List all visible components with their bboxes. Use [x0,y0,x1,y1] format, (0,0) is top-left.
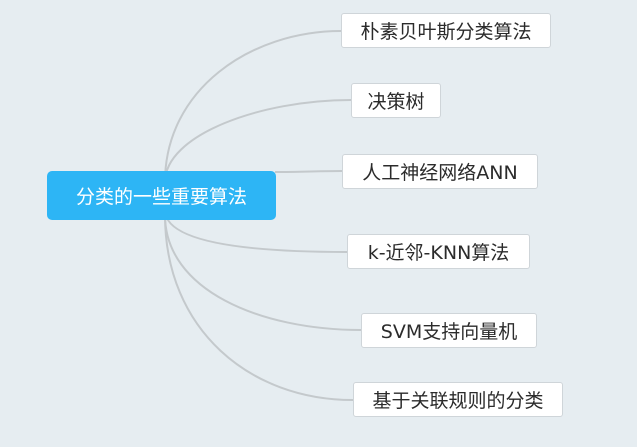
connector-to-topic-6 [164,214,354,401]
root-topic[interactable]: 分类的一些重要算法 [47,171,276,220]
topic-knn[interactable]: k-近邻-KNN算法 [347,234,530,269]
topic-decision-tree[interactable]: 决策树 [351,83,441,118]
connector-to-topic-5 [164,214,362,331]
connector-to-topic-1 [164,30,342,183]
topic-association-rules[interactable]: 基于关联规则的分类 [353,382,563,417]
connector-to-topic-4 [164,209,348,253]
connector-to-topic-3 [274,170,343,173]
connector-to-topic-2 [164,99,352,183]
topic-svm[interactable]: SVM支持向量机 [361,313,537,348]
topic-neural-network[interactable]: 人工神经网络ANN [342,154,538,189]
topic-naive-bayes[interactable]: 朴素贝叶斯分类算法 [341,13,551,48]
